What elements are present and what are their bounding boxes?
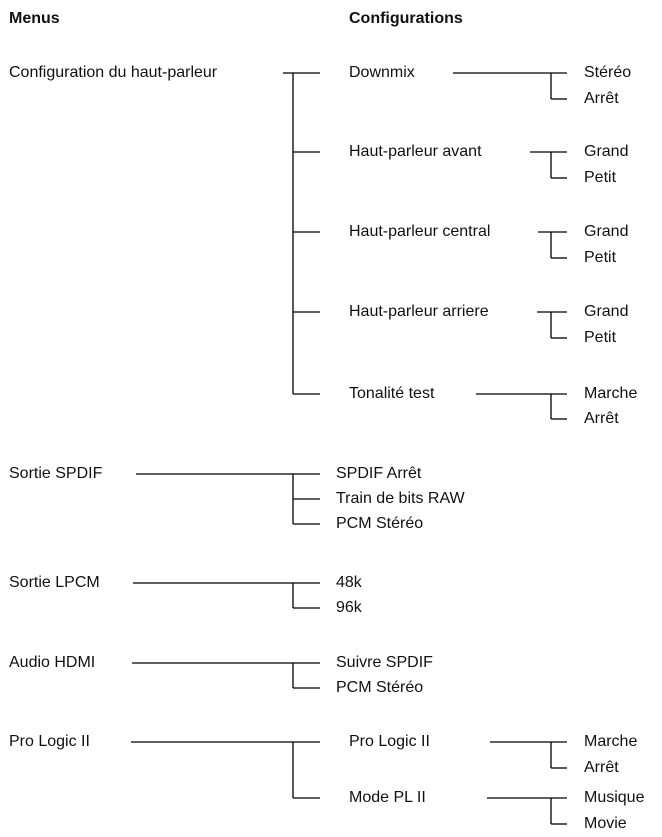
header-menus: Menus	[9, 10, 60, 27]
option-label: Musique	[584, 789, 645, 806]
config-item: PCM Stéréo	[336, 515, 424, 532]
config-test-tone: Tonalité test	[349, 385, 435, 402]
option-label: Marche	[584, 733, 638, 750]
config-front-speaker: Haut-parleur avant	[349, 143, 482, 160]
option-label: Petit	[584, 329, 617, 346]
config-rear-speaker: Haut-parleur arriere	[349, 303, 489, 320]
option-label: Grand	[584, 303, 629, 320]
config-item: Train de bits RAW	[336, 490, 465, 507]
menu-pro-logic: Pro Logic II	[9, 733, 90, 750]
option-label: Petit	[584, 169, 617, 186]
menu-hdmi-audio: Audio HDMI	[9, 654, 96, 671]
menu-lpcm-output: Sortie LPCM	[9, 574, 100, 591]
option-label: Arrêt	[584, 410, 619, 427]
config-item: PCM Stéréo	[336, 679, 424, 696]
menu-spdif-output: Sortie SPDIF	[9, 465, 103, 482]
config-item: SPDIF Arrêt	[336, 465, 422, 482]
option-label: Stéréo	[584, 64, 632, 81]
option-label: Petit	[584, 249, 617, 266]
config-center-speaker: Haut-parleur central	[349, 223, 491, 240]
config-item: 48k	[336, 574, 362, 591]
menu-speaker-config: Configuration du haut-parleur	[9, 64, 218, 81]
config-downmix: Downmix	[349, 64, 415, 81]
config-pl2-mode: Mode PL II	[349, 789, 426, 806]
header-configurations: Configurations	[349, 10, 463, 27]
option-label: Marche	[584, 385, 638, 402]
config-item: 96k	[336, 599, 362, 616]
option-label: Grand	[584, 223, 629, 240]
option-label: Arrêt	[584, 90, 619, 107]
option-label: Grand	[584, 143, 629, 160]
option-label: Arrêt	[584, 759, 619, 776]
config-pro-logic: Pro Logic II	[349, 733, 430, 750]
option-label: Movie	[584, 815, 627, 832]
config-item: Suivre SPDIF	[336, 654, 433, 671]
